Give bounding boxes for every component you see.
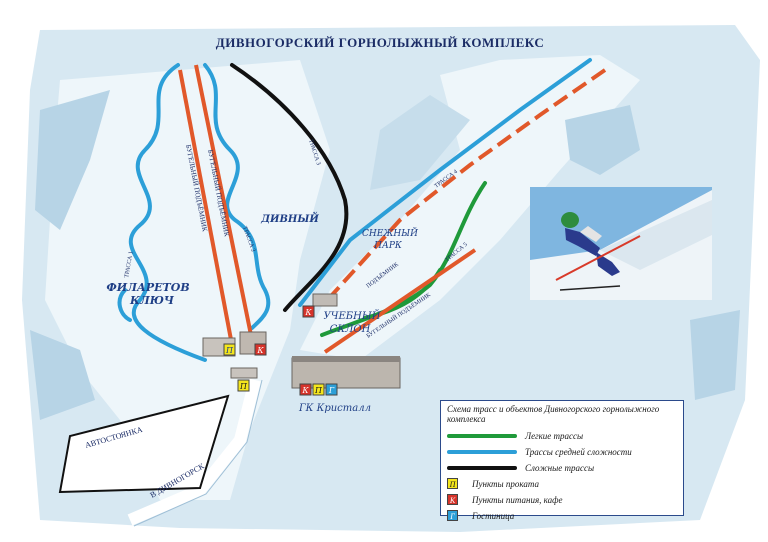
- rental-marker-3[interactable]: [312, 383, 325, 396]
- area-uchebny: УЧЕБНЫЙ: [324, 310, 381, 322]
- skier-icon: [555, 212, 641, 291]
- slope-area-left: [45, 60, 330, 500]
- rental-marker-2-label: П: [239, 382, 248, 391]
- legend-hotel-label: Гостиница: [472, 510, 515, 521]
- legend-hard-label: Сложные трассы: [525, 462, 595, 473]
- legend-medium: Трассы средней сложности: [447, 445, 677, 458]
- legend-hotel: Г Гостиница: [447, 509, 677, 522]
- legend-food: К Пункты питания, кафе: [447, 493, 677, 506]
- building-kristall-roof: [292, 356, 400, 362]
- food-marker-3-label: К: [301, 386, 309, 395]
- surface-lift-2[interactable]: [323, 248, 477, 354]
- building-small: [230, 367, 258, 379]
- bugel-lift-2[interactable]: [194, 64, 254, 341]
- shade-ridge-2: [565, 105, 640, 175]
- road: [127, 378, 261, 526]
- food-marker-3[interactable]: [299, 383, 312, 396]
- food-marker-2[interactable]: [302, 305, 315, 318]
- legend-title: Схема трасс и объектов Дивногорского гор…: [447, 404, 660, 424]
- trail-1[interactable]: [128, 63, 207, 362]
- building-kristall: [291, 357, 401, 389]
- shade-ridge-4: [690, 310, 740, 400]
- legend-rental: П Пункты проката: [447, 477, 677, 490]
- rental-marker-1-label: П: [225, 346, 234, 355]
- legend-medium-swatch: [447, 449, 517, 454]
- trail-4[interactable]: [298, 58, 592, 307]
- legend-easy-label: Легкие трассы: [525, 430, 584, 441]
- shade-ridge-3: [30, 330, 95, 420]
- parking-lot: [58, 394, 230, 494]
- trail-1-branch[interactable]: [117, 288, 132, 322]
- area-park: ПАРК: [373, 241, 403, 251]
- trail-3[interactable]: [230, 63, 349, 312]
- area-filaretov: ФИЛАРЕТОВ: [106, 281, 189, 294]
- road-edge: [133, 379, 263, 527]
- area-sklon: СКЛОН: [330, 324, 371, 335]
- legend-hard-swatch: [447, 465, 517, 470]
- rental-marker-2[interactable]: [237, 379, 250, 392]
- legend-easy: Легкие трассы: [447, 429, 677, 442]
- rental-marker-1[interactable]: [223, 343, 236, 356]
- map-title: ДИВНОГОРСКИЙ ГОРНОЛЫЖНЫЙ КОМПЛЕКС: [216, 35, 544, 50]
- legend-hard: Сложные трассы: [447, 461, 677, 474]
- shade-ridge-1: [35, 90, 110, 230]
- trail-1-label: ТРАССА 1: [124, 251, 135, 278]
- area-klyuch: КЛЮЧ: [129, 294, 175, 307]
- area-divny: ДИВНЫЙ: [260, 212, 319, 225]
- legend-food-swatch: К: [447, 494, 458, 505]
- legend-rental-label: Пункты проката: [472, 478, 539, 489]
- rental-marker-3-label: П: [314, 386, 323, 395]
- surface-lift-1[interactable]: [330, 68, 607, 297]
- hotel-marker-1-label: Г: [328, 386, 335, 395]
- legend-medium-label: Трассы средней сложности: [525, 446, 632, 457]
- skier-photo: [530, 187, 712, 300]
- building-snowpark: [312, 293, 338, 307]
- legend-rental-swatch: П: [447, 478, 458, 489]
- hotel-marker-1[interactable]: [325, 383, 338, 396]
- area-kristall: ГК Кристалл: [298, 403, 371, 414]
- area-snezhny: СНЕЖНЫЙ: [362, 227, 418, 239]
- legend-food-label: Пункты питания, кафе: [472, 494, 563, 505]
- shade-ridge-5: [370, 95, 470, 190]
- food-marker-1[interactable]: [254, 343, 267, 356]
- legend-hotel-swatch: Г: [447, 510, 458, 521]
- legend-easy-swatch: [447, 433, 517, 438]
- food-marker-1-label: К: [256, 346, 264, 355]
- food-marker-2-label: К: [304, 308, 312, 317]
- legend: Схема трасс и объектов Дивногорского гор…: [440, 400, 684, 521]
- bugel-lift-1[interactable]: [178, 69, 234, 346]
- trail-2[interactable]: [203, 63, 271, 330]
